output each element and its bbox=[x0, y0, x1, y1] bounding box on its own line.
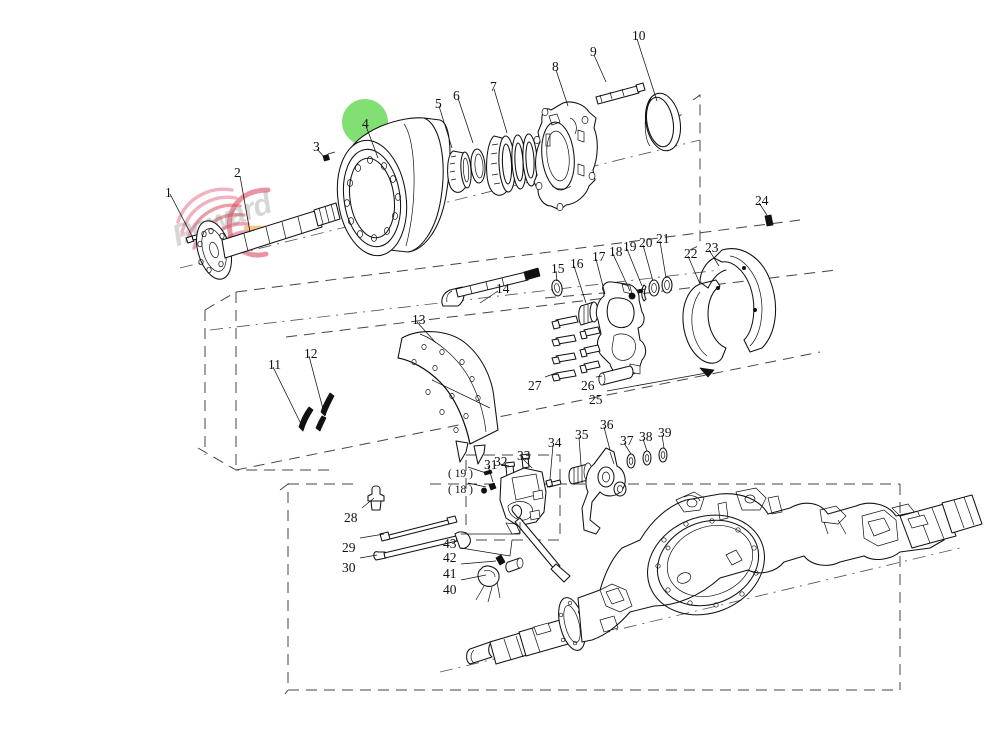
leader-lines bbox=[169, 38, 768, 581]
part-43-push-rod bbox=[511, 504, 571, 583]
part-42-sleeve bbox=[505, 557, 524, 573]
part-10-seal-ring bbox=[644, 92, 682, 152]
part-12-spring-pin bbox=[315, 392, 335, 432]
callout-5: 5 bbox=[435, 96, 442, 111]
part-11-spring-pin bbox=[298, 406, 314, 432]
part-6-lock-washer bbox=[470, 148, 486, 184]
callout-11: 11 bbox=[268, 357, 281, 372]
part-15-washer bbox=[551, 279, 563, 297]
callout-32: 32 bbox=[494, 454, 508, 469]
callout-10: 10 bbox=[632, 28, 646, 43]
middle-assembly bbox=[298, 214, 777, 465]
callout-4: 4 bbox=[362, 116, 369, 131]
part-3-stud-bolt bbox=[322, 151, 336, 162]
callout-38: 38 bbox=[639, 429, 653, 444]
part-14-camshaft bbox=[441, 267, 541, 307]
part-18-pin-clip bbox=[628, 292, 636, 300]
paren-pins bbox=[481, 469, 493, 494]
callout-42: 42 bbox=[443, 550, 457, 565]
callout-31: 31 bbox=[484, 457, 498, 472]
part-40-bracket-joint bbox=[475, 565, 501, 603]
part-20-washer-ring bbox=[648, 279, 660, 297]
callout-22: 22 bbox=[684, 246, 698, 261]
callout-39: 39 bbox=[658, 425, 672, 440]
callout-18: 18 bbox=[609, 244, 623, 259]
part-41-pin-small bbox=[495, 554, 506, 566]
part-31-pin bbox=[488, 482, 497, 491]
part-37-washer bbox=[626, 453, 636, 469]
callout-35: 35 bbox=[575, 427, 589, 442]
part-23-brake-shoe-outer bbox=[699, 248, 777, 353]
lower-assembly bbox=[367, 447, 983, 665]
callout-16: 16 bbox=[570, 256, 584, 271]
callout-29: 29 bbox=[342, 540, 356, 555]
part-25-roller-pin bbox=[699, 367, 715, 378]
callout-34: 34 bbox=[548, 435, 562, 450]
part-5-lock-nut bbox=[447, 150, 472, 193]
part-28-grease-nipple bbox=[367, 485, 385, 511]
callout-2: 2 bbox=[234, 165, 241, 180]
callout-7: 7 bbox=[490, 79, 497, 94]
part-9-pin bbox=[595, 82, 646, 105]
callout-43: 43 bbox=[443, 536, 457, 551]
callout-27: 27 bbox=[528, 378, 542, 393]
callout-3: 3 bbox=[313, 139, 320, 154]
part-19-snap-ring bbox=[641, 284, 647, 302]
part-2-axle-shaft bbox=[196, 202, 341, 280]
callout-19: 19 bbox=[623, 239, 637, 254]
callout-26: 26 bbox=[581, 378, 595, 393]
callout-37: 37 bbox=[620, 433, 634, 448]
callout-12: 12 bbox=[304, 346, 318, 361]
part-30-rod-end-clevis bbox=[373, 531, 471, 561]
callout-33: 33 bbox=[517, 448, 531, 463]
callout-paren-18: ( 18 ) bbox=[448, 484, 473, 496]
callout-8: 8 bbox=[552, 59, 559, 74]
part-39-snap-ring bbox=[658, 447, 668, 463]
part-13-brake-shoe-lining bbox=[397, 331, 499, 465]
callout-17: 17 bbox=[592, 249, 606, 264]
callout-25: 25 bbox=[589, 392, 603, 407]
part-4-hub-drum bbox=[336, 117, 451, 257]
callout-paren-19: ( 19 ) bbox=[448, 468, 473, 480]
axle-housing bbox=[466, 487, 983, 665]
part-27-bolt-set bbox=[551, 315, 601, 382]
callout-28: 28 bbox=[344, 510, 358, 525]
callout-24: 24 bbox=[755, 193, 769, 208]
part-7-wheel-bearing bbox=[485, 133, 538, 196]
callout-23: 23 bbox=[705, 240, 719, 255]
callout-1: 1 bbox=[165, 185, 172, 200]
part-38-washer bbox=[642, 450, 652, 466]
part-34-bolt bbox=[545, 478, 562, 488]
part-22-brake-shoe-inner bbox=[682, 279, 727, 364]
part-33-adjuster-bracket bbox=[499, 467, 547, 535]
callout-9: 9 bbox=[590, 44, 597, 59]
callout-30: 30 bbox=[342, 560, 356, 575]
callout-20: 20 bbox=[639, 235, 653, 250]
callout-13: 13 bbox=[412, 312, 426, 327]
part-36-adjuster-arm bbox=[581, 447, 627, 535]
part-17-bracket-arm bbox=[595, 281, 647, 377]
part-21-o-ring bbox=[661, 276, 673, 294]
callout-21: 21 bbox=[656, 231, 670, 246]
callout-6: 6 bbox=[453, 88, 460, 103]
part-16-bushing bbox=[578, 301, 599, 326]
callout-14: 14 bbox=[496, 281, 510, 296]
upper-assembly bbox=[185, 82, 682, 280]
callout-40: 40 bbox=[443, 582, 457, 597]
callout-15: 15 bbox=[551, 261, 565, 276]
part-8-brake-spider bbox=[533, 101, 598, 211]
part-24-rivet bbox=[764, 214, 774, 227]
callout-36: 36 bbox=[600, 417, 614, 432]
callout-41: 41 bbox=[443, 566, 457, 581]
